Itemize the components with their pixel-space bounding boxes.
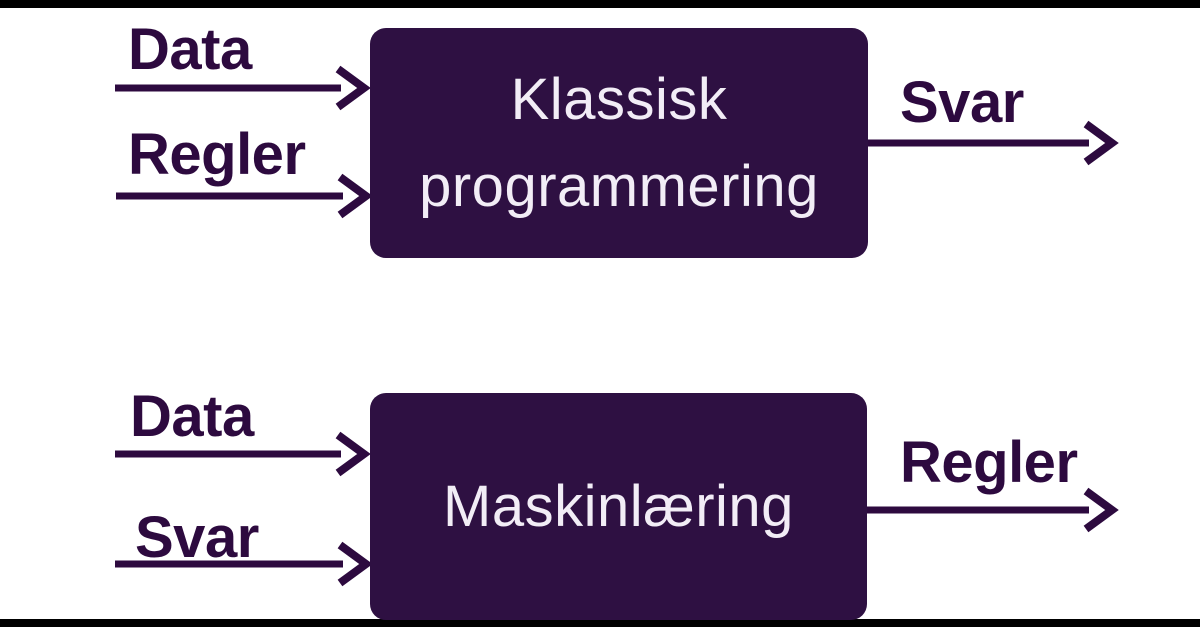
input-label-data-ml: Data	[130, 384, 254, 449]
box-line-2: programmering	[419, 154, 819, 219]
process-box-classic-programming: Klassisk programmering	[370, 28, 868, 258]
box-line-1: Klassisk	[510, 67, 728, 132]
output-label-regler-ml: Regler	[900, 430, 1078, 495]
input-label-svar-ml: Svar	[135, 505, 259, 570]
input-label-data-classic: Data	[128, 17, 252, 82]
process-box-ml-label: Maskinlæring	[443, 463, 794, 550]
output-arrow-regler-ml	[866, 487, 1119, 533]
process-box-maskinlaering: Maskinlæring	[370, 393, 867, 620]
bottom-letterbox-bar	[0, 619, 1200, 627]
output-label-svar-classic: Svar	[900, 70, 1024, 135]
top-letterbox-bar	[0, 0, 1200, 8]
box-line-1: Maskinlæring	[443, 474, 794, 539]
input-label-regler-classic: Regler	[128, 122, 306, 187]
process-box-classic-label: Klassisk programmering	[419, 56, 819, 230]
